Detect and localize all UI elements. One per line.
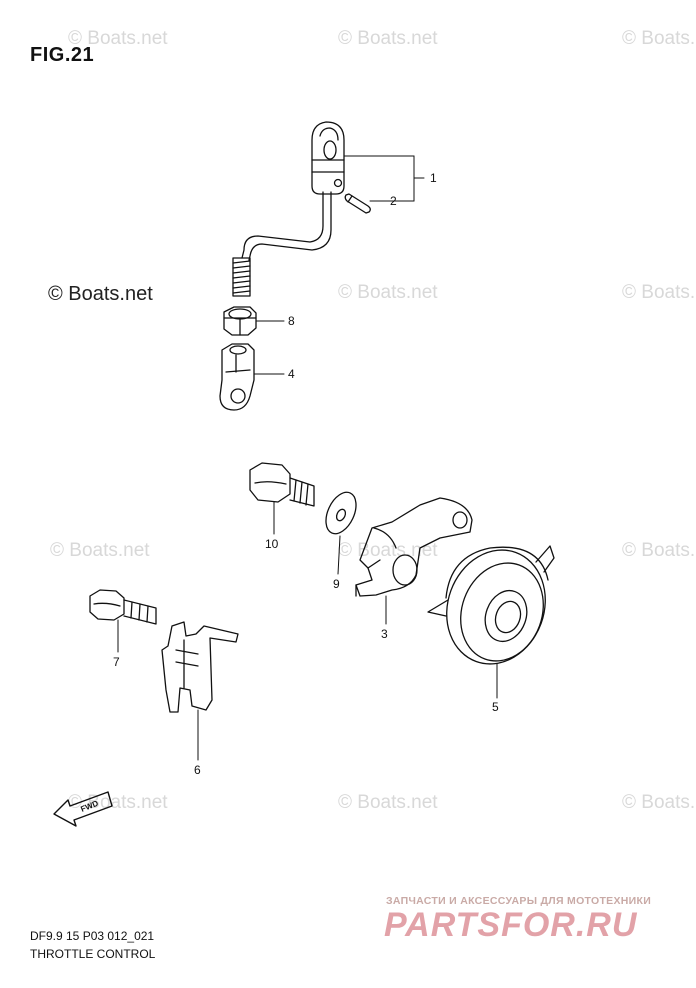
watermark: © Boats.net [622,792,696,813]
figure-title: FIG.21 [30,44,95,66]
bolt [249,462,315,507]
watermark-strong: © Boats.net [48,283,153,305]
bracket [161,621,239,713]
watermark: © Boats.net [622,540,696,561]
rod-joint [219,343,255,411]
callout-part-8: 8 [288,314,295,328]
forward-arrow [53,791,113,827]
callout-part-3: 3 [381,627,388,641]
callout-part-1: 1 [430,171,437,185]
callout-part-9: 9 [333,577,340,591]
figure-caption: THROTTLE CONTROL [30,947,156,961]
watermark: © Boats.net [338,540,438,561]
callout-part-6: 6 [194,763,201,777]
figure-code: DF9.9 15 P03 012_021 [30,929,155,943]
watermark: © Boats.net [622,28,696,49]
throttle-cam [427,545,555,665]
watermark: © Boats.net [622,282,696,303]
callout-part-5: 5 [492,700,499,714]
watermark: © Boats.net [338,792,438,813]
leader-lines [117,155,498,761]
callout-part-10: 10 [265,537,279,551]
nut [223,306,257,336]
throttle-lever [355,497,473,597]
callout-part-2: 2 [390,194,397,208]
callout-part-4: 4 [288,367,295,381]
watermark: © Boats.net [338,282,438,303]
watermark: © Boats.net [50,540,150,561]
throttle-rod [232,121,345,297]
watermark: © Boats.net [68,28,168,49]
washer [325,491,357,535]
callout-part-7: 7 [113,655,120,669]
watermark: © Boats.net [338,28,438,49]
banner-logo: PARTSFOR.RU [384,906,638,944]
pin [344,193,371,214]
bolt-small [89,589,157,625]
banner-tagline: ЗАПЧАСТИ И АКСЕССУАРЫ ДЛЯ МОТОТЕХНИКИ [386,895,652,907]
